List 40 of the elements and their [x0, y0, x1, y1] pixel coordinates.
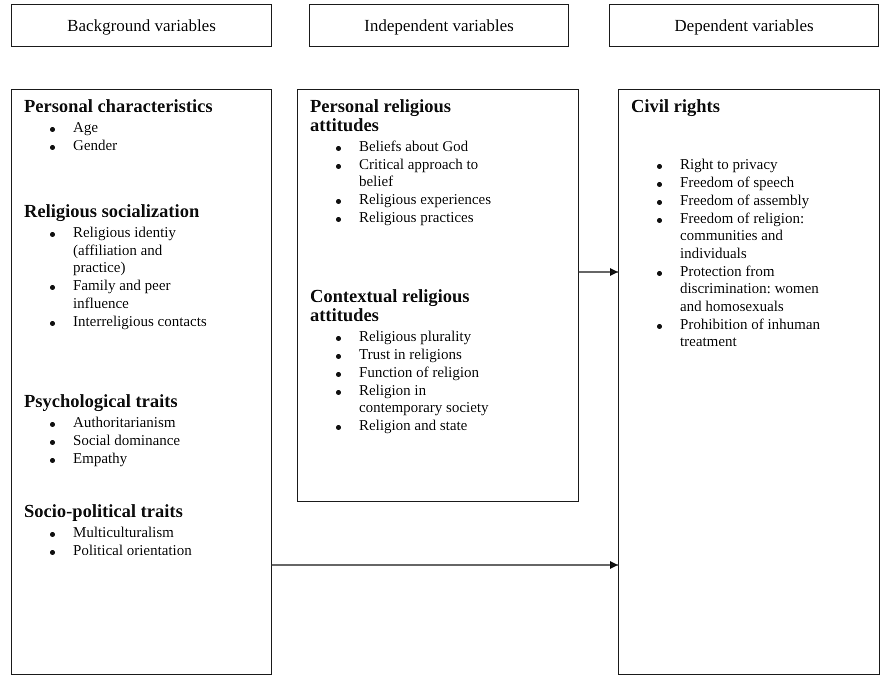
bullet-item: Critical approach to belief — [359, 156, 480, 192]
bullet-item: Religious identiy (affiliation and practice) — [73, 225, 177, 278]
group-box — [11, 89, 272, 675]
bullet-item: Religious experiences — [359, 192, 492, 210]
bullet-item: Political orientation — [73, 542, 193, 560]
section-heading: Socio-political traits — [24, 503, 183, 522]
bullet-item: Authoritarianism — [73, 415, 176, 433]
bullet-item: Religion and state — [359, 418, 468, 436]
section-heading: Personal characteristics — [24, 98, 213, 117]
bullet-item: Empathy — [73, 450, 128, 468]
arrow — [272, 561, 618, 569]
bullet-item: Protection from discrimination: women and homosexuals — [680, 264, 820, 317]
bullet-item: Social dominance — [73, 432, 182, 450]
bullet-item: Religious practices — [359, 210, 475, 228]
section-heading: Psychological traits — [24, 393, 178, 412]
bullet-item: Religion in contemporary society — [359, 382, 490, 418]
header-box: Independent variables — [309, 4, 569, 47]
header-box: Background variables — [11, 4, 272, 47]
bullet-item: Function of religion — [359, 364, 480, 382]
bullet-item: Gender — [73, 138, 118, 156]
section-heading: Personal religious attitudes — [310, 98, 452, 136]
bullet-item: Freedom of speech — [680, 174, 796, 192]
section-heading: Religious socialization — [24, 203, 200, 222]
group-box — [618, 89, 880, 675]
bullet-item: Freedom of religion: communities and individuals — [680, 210, 806, 264]
group-box — [297, 89, 579, 502]
arrow — [579, 268, 618, 276]
bullet-item: Family and peer influence — [73, 278, 172, 314]
section-heading: Civil rights — [631, 98, 720, 117]
bullet-item: Interreligious contacts — [73, 314, 208, 332]
header-box: Dependent variables — [609, 4, 879, 47]
bullet-item: Trust in religions — [359, 346, 463, 364]
section-heading: Contextual religious attitudes — [310, 288, 470, 326]
bullet-item: Prohibition of inhuman treatment — [680, 316, 821, 352]
bullet-item: Right to privacy — [680, 157, 778, 175]
bullet-item: Multiculturalism — [73, 525, 175, 543]
bullet-item: Religious plurality — [359, 329, 472, 347]
bullet-item: Freedom of assembly — [680, 192, 810, 210]
bullet-item: Beliefs about God — [359, 139, 470, 157]
bullet-item: Age — [73, 120, 99, 138]
